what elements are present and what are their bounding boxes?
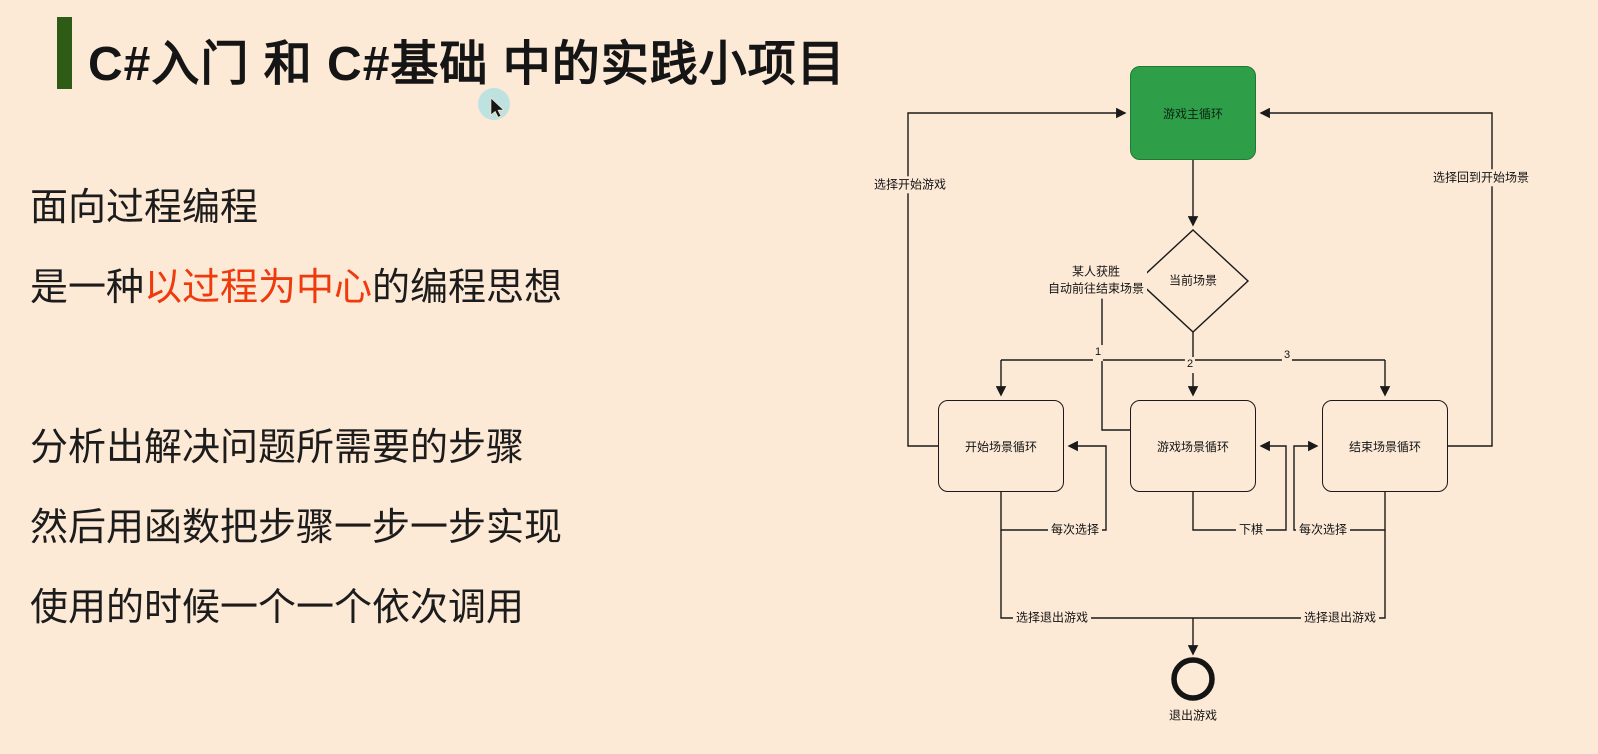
label-play-chess: 下棋: [1235, 521, 1267, 539]
page-title: C#入门 和 C#基础 中的实践小项目: [88, 38, 846, 91]
mouse-cursor-icon: [478, 88, 518, 128]
label-branch-2: 2: [1184, 357, 1196, 373]
edge-loop-start: [1000, 440, 1107, 531]
text-line-2: 是一种以过程为中心的编程思想: [30, 256, 562, 311]
edge-exit-right: [1193, 530, 1386, 619]
label-someone-wins-line1: 某人获胜: [1071, 264, 1121, 279]
edge-loop-end: [1293, 440, 1386, 531]
text-line-3: 分析出解决问题所需要的步骤: [30, 427, 525, 469]
label-each-choice-end: 每次选择: [1295, 521, 1351, 539]
label-branch-1: 1: [1092, 345, 1104, 361]
label-someone-wins: 某人获胜 自动前往结束场景: [1044, 263, 1148, 299]
cursor-arrow-icon: [490, 98, 505, 118]
label-choose-exit-left: 选择退出游戏: [1012, 609, 1092, 627]
edge-back-to-start: [1259, 107, 1493, 447]
exit-terminal-circle: [1171, 657, 1215, 701]
title-accent-bar: [57, 17, 72, 89]
node-game-scene-loop: 游戏场景循环: [1130, 400, 1256, 492]
line2-prefix: 是一种: [30, 267, 145, 309]
text-line-5: 使用的时候一个一个依次调用: [30, 587, 525, 629]
label-back-to-start-scene: 选择回到开始场景: [1429, 169, 1533, 187]
text-line-1: 面向过程编程: [30, 187, 259, 229]
label-exit-game: 退出游戏: [1168, 708, 1218, 723]
edge-choose-start: [907, 107, 1127, 447]
line2-highlight: 以过程为中心: [144, 267, 373, 309]
label-current-scene: 当前场景: [1168, 273, 1218, 288]
label-choose-exit-right: 选择退出游戏: [1300, 609, 1380, 627]
edge-win: [1101, 275, 1135, 431]
decision-diamond: [1136, 229, 1250, 333]
node-game-main-loop: 游戏主循环: [1130, 66, 1256, 160]
text-line-4: 然后用函数把步骤一步一步实现: [30, 507, 563, 549]
label-choose-start-game: 选择开始游戏: [870, 176, 950, 194]
node-end-scene-loop: 结束场景循环: [1322, 400, 1448, 492]
node-start-scene-loop: 开始场景循环: [938, 400, 1064, 492]
label-each-choice-start: 每次选择: [1047, 521, 1103, 539]
edge-exit-left: [1000, 530, 1193, 619]
label-someone-wins-line2: 自动前往结束场景: [1047, 282, 1145, 296]
edge-branch-bar: [1001, 332, 1385, 361]
edge-loop-game: [1192, 440, 1287, 531]
line2-suffix: 的编程思想: [372, 267, 563, 309]
label-branch-3: 3: [1281, 348, 1293, 364]
